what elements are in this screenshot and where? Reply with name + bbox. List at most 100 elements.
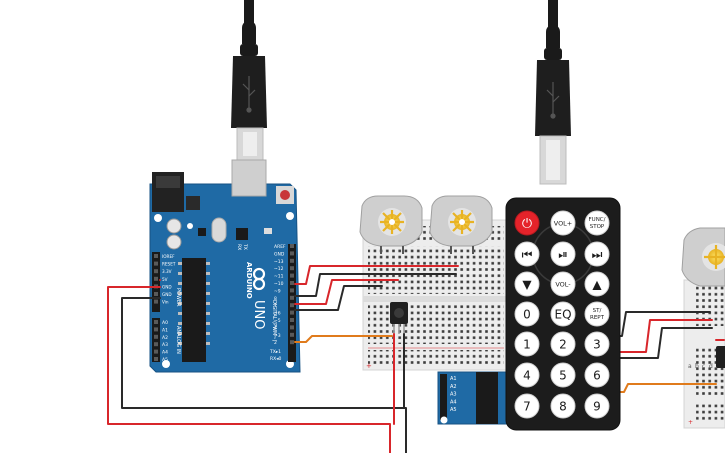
remote-button-label: 6 — [593, 368, 601, 382]
breadboard-row-label: b — [695, 363, 699, 370]
remote-button-func-stop[interactable]: FUNC/STOP — [584, 210, 610, 236]
usb-cable-2[interactable] — [535, 0, 571, 185]
digital-pin-label: ~5 — [274, 318, 281, 324]
digital-pin-socket[interactable] — [290, 318, 294, 322]
breadboard-1[interactable]: + — [362, 219, 510, 371]
remote-button-st-rept[interactable]: ST/REPT — [584, 301, 610, 327]
dc-motor-1[interactable] — [359, 195, 423, 254]
remote-button-4[interactable]: 4 — [514, 362, 540, 388]
dc-motor-3[interactable] — [681, 227, 725, 287]
remote-button-down[interactable]: ▼ — [514, 271, 540, 297]
digital-pin-socket[interactable] — [290, 340, 294, 345]
power-pin-socket[interactable] — [154, 254, 158, 258]
digital-pin-label: 4 — [274, 325, 277, 331]
remote-button-5[interactable]: 5 — [550, 362, 576, 388]
power-pin-label: RESET — [162, 262, 176, 267]
remote-button-label: 5 — [559, 368, 567, 382]
usb-icon — [546, 82, 560, 119]
ir-receiver[interactable] — [390, 302, 408, 334]
power-pin-label: IOREF — [162, 254, 175, 259]
remote-button-3[interactable]: 3 — [584, 331, 610, 357]
arduino-uno-board[interactable]: ARDUINO UNO DIGITAL (PWM~) POWER ANALOG … — [149, 159, 301, 373]
remote-button-vol-down[interactable]: VOL- — [550, 271, 576, 297]
remote-button-0[interactable]: 0 — [514, 301, 540, 327]
remote-button-label: ⏯ — [558, 247, 568, 261]
digital-pin-socket[interactable] — [290, 288, 294, 293]
digital-pin-socket[interactable] — [290, 281, 294, 285]
analog-pin-socket[interactable] — [154, 349, 158, 354]
remote-button-label: 0 — [523, 307, 531, 321]
power-pin-socket[interactable] — [154, 269, 158, 274]
digital-pin-label: GND — [274, 251, 285, 257]
analog-pin-socket[interactable] — [154, 334, 158, 339]
digital-pin-socket[interactable] — [290, 325, 294, 330]
power-pin-label: 3.3V — [162, 269, 172, 274]
analog-pin-socket[interactable] — [154, 342, 158, 347]
remote-button-9[interactable]: 9 — [584, 393, 610, 419]
digital-pin-socket[interactable] — [290, 258, 294, 263]
remote-button-vol-up[interactable]: VOL+ — [550, 210, 576, 236]
breadboard-row-label: c — [702, 363, 705, 370]
remote-button-7[interactable]: 7 — [514, 393, 540, 419]
power-pin-socket[interactable] — [154, 299, 158, 304]
gear-icon — [450, 210, 474, 234]
analog-pin-label: A5 — [162, 357, 168, 363]
ir-receiver-2[interactable] — [716, 346, 725, 368]
rail-plus-icon: + — [688, 419, 693, 426]
analog-pin-socket[interactable] — [154, 327, 158, 332]
analog-header — [152, 318, 160, 362]
remote-button-label: 1 — [523, 337, 531, 351]
usb-cable-1[interactable] — [231, 0, 267, 161]
power-pin-socket[interactable] — [154, 276, 158, 281]
remote-button-label: REPT — [590, 315, 605, 321]
remote-button-up[interactable]: ▲ — [584, 271, 610, 297]
digital-pin-socket[interactable] — [290, 251, 294, 256]
analog-pin-label: A4 — [450, 399, 457, 405]
remote-button-label: 4 — [523, 368, 531, 382]
digital-pin-socket[interactable] — [290, 303, 294, 308]
analog-pin-socket[interactable] — [154, 320, 158, 324]
wires[interactable] — [107, 265, 725, 453]
power-pin-socket[interactable] — [154, 292, 158, 296]
dc-motor-2[interactable] — [429, 195, 493, 254]
arduino-brand: ARDUINO — [245, 262, 253, 299]
remote-button-6[interactable]: 6 — [584, 362, 610, 388]
digital-pin-socket[interactable] — [290, 332, 294, 337]
atmega-chip — [182, 258, 206, 362]
analog-pin-label: A2 — [162, 335, 168, 341]
digital-pin-socket[interactable] — [290, 273, 294, 278]
power-pin-label: GND — [162, 284, 172, 289]
rx-label: RX — [236, 244, 242, 250]
remote-button-play-pause[interactable]: ⏯ — [550, 241, 576, 267]
digital-pin-socket[interactable] — [290, 244, 294, 248]
remote-button-power[interactable]: ⏻ — [514, 210, 540, 236]
digital-pin-socket[interactable] — [290, 266, 294, 271]
usb-port — [231, 159, 267, 197]
remote-button-next[interactable]: ⏭ — [584, 241, 610, 267]
remote-button-prev[interactable]: ⏮ — [514, 241, 540, 267]
digital-pin-label: AREF — [274, 244, 286, 250]
digital-pin-socket[interactable] — [290, 310, 294, 315]
remote-button-label: ⏮ — [522, 247, 533, 261]
remote-button-2[interactable]: 2 — [550, 331, 576, 357]
remote-button-eq[interactable]: EQ — [550, 301, 576, 327]
remote-button-label: STOP — [590, 224, 605, 230]
digital-pin-socket[interactable] — [290, 295, 294, 300]
remote-button-1[interactable]: 1 — [514, 331, 540, 357]
power-pin-socket[interactable] — [154, 261, 158, 266]
arduino-logo-icon — [252, 267, 266, 291]
rx-pin-label: RX◂0 — [270, 356, 281, 362]
digital-header — [288, 244, 296, 362]
analog-pin-label: A2 — [450, 384, 457, 390]
analog-pin-socket[interactable] — [154, 357, 158, 361]
power-pin-label: GND — [162, 292, 172, 297]
remote-button-label: ⏻ — [522, 217, 532, 232]
remote-button-label: ⏭ — [592, 247, 603, 261]
remote-button-8[interactable]: 8 — [550, 393, 576, 419]
tx-label: TX — [242, 243, 248, 250]
remote-button-label: VOL- — [555, 280, 571, 288]
